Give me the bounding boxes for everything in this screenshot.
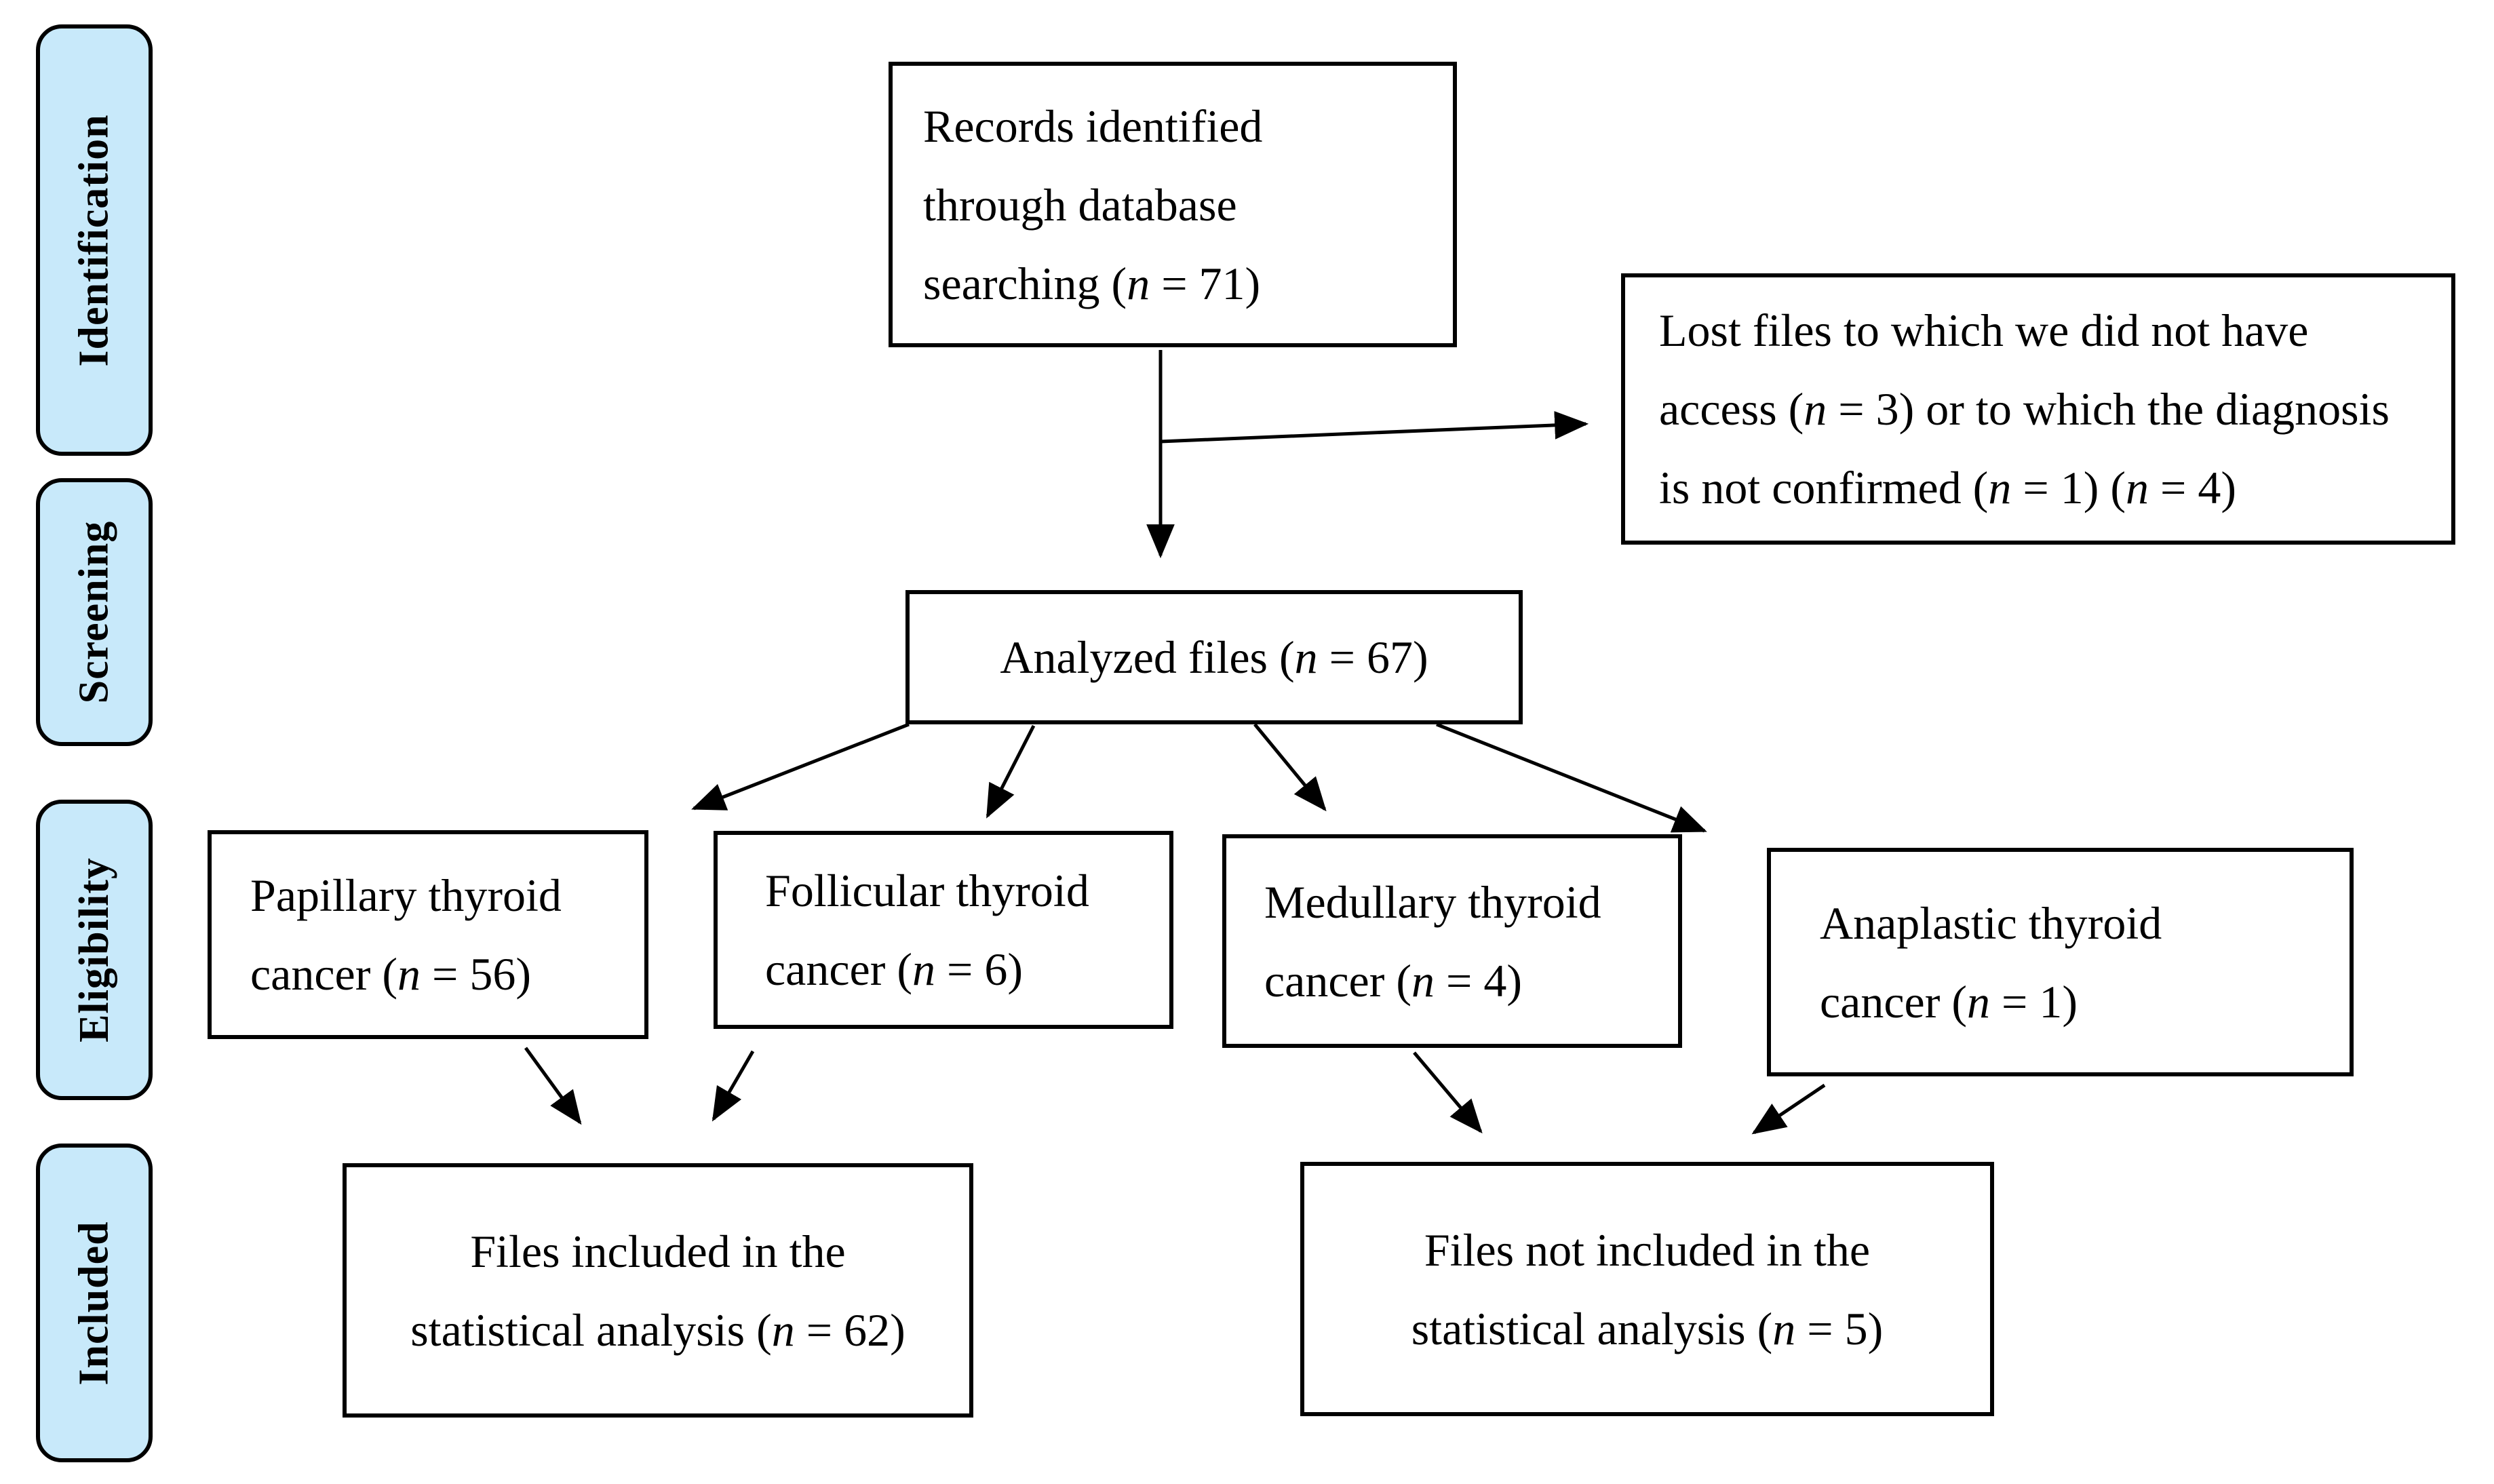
node-text-line: cancer (n = 6) — [765, 943, 1024, 995]
node-text-line: Files not included in the — [1424, 1224, 1871, 1276]
node-text-line: Follicular thyroid — [765, 865, 1089, 916]
node-text-line: statistical analysis (n = 5) — [1411, 1302, 1884, 1354]
node-text-line: cancer (n = 4) — [1264, 954, 1523, 1007]
node-files-included: Files included in the statistical analys… — [343, 1163, 973, 1418]
arrow-medullary-to-not-included — [1413, 1051, 1483, 1134]
arrow-analyzed-to-anaplastic — [1436, 722, 1707, 833]
node-text-line: statistical analysis (n = 62) — [410, 1304, 905, 1356]
node-medullary-thyroid-cancer: Medullary thyroid cancer (n = 4) — [1222, 834, 1682, 1048]
node-text-line: Papillary thyroid — [250, 870, 562, 921]
arrow-branch-to-lost-files — [1160, 411, 1589, 444]
node-text-line: Analyzed files (n = 67) — [1000, 631, 1428, 683]
arrow-papillary-to-included — [524, 1047, 582, 1125]
node-analyzed-files: Analyzed files (n = 67) — [905, 590, 1523, 724]
node-text-line: access (n = 3) or to which the diagnosis — [1659, 383, 2390, 435]
arrow-analyzed-to-medullary — [1253, 723, 1327, 812]
node-text-line: is not confirmed (n = 1) (n = 4) — [1659, 462, 2236, 513]
node-text-line: Medullary thyroid — [1264, 876, 1601, 928]
arrow-anaplastic-to-not-included — [1751, 1083, 1826, 1135]
stage-label-eligibility: Eligibility — [36, 800, 153, 1100]
stage-label-text: Identification — [71, 113, 117, 367]
node-text-line: through database — [923, 178, 1237, 231]
node-text-line: cancer (n = 56) — [250, 948, 532, 1000]
node-papillary-thyroid-cancer: Papillary thyroid cancer (n = 56) — [208, 830, 648, 1039]
node-follicular-thyroid-cancer: Follicular thyroid cancer (n = 6) — [714, 831, 1173, 1029]
stage-label-identification: Identification — [36, 24, 153, 456]
node-text-line: searching (n = 71) — [923, 257, 1261, 309]
stage-label-text: Included — [71, 1220, 117, 1386]
node-text-line: cancer (n = 1) — [1820, 975, 2078, 1028]
node-text-line: Anaplastic thyroid — [1820, 897, 2162, 949]
stage-label-screening: Screening — [36, 478, 153, 746]
node-files-not-included: Files not included in the statistical an… — [1300, 1162, 1994, 1416]
node-anaplastic-thyroid-cancer: Anaplastic thyroid cancer (n = 1) — [1767, 848, 2354, 1076]
node-text-line: Files included in the — [470, 1225, 846, 1277]
stage-label-included: Included — [36, 1144, 153, 1462]
stage-label-text: Screening — [71, 520, 117, 704]
node-text-line: Records identified — [923, 100, 1263, 152]
node-text-line: Lost files to which we did not have — [1659, 305, 2309, 356]
arrow-follicular-to-included — [712, 1050, 755, 1122]
arrow-analyzed-to-follicular — [986, 724, 1036, 819]
stage-label-text: Eligibility — [71, 857, 117, 1042]
node-records-identified: Records identified through database sear… — [889, 62, 1457, 347]
node-lost-files: Lost files to which we did not have acce… — [1621, 273, 2455, 545]
arrow-analyzed-to-papillary — [691, 722, 910, 811]
